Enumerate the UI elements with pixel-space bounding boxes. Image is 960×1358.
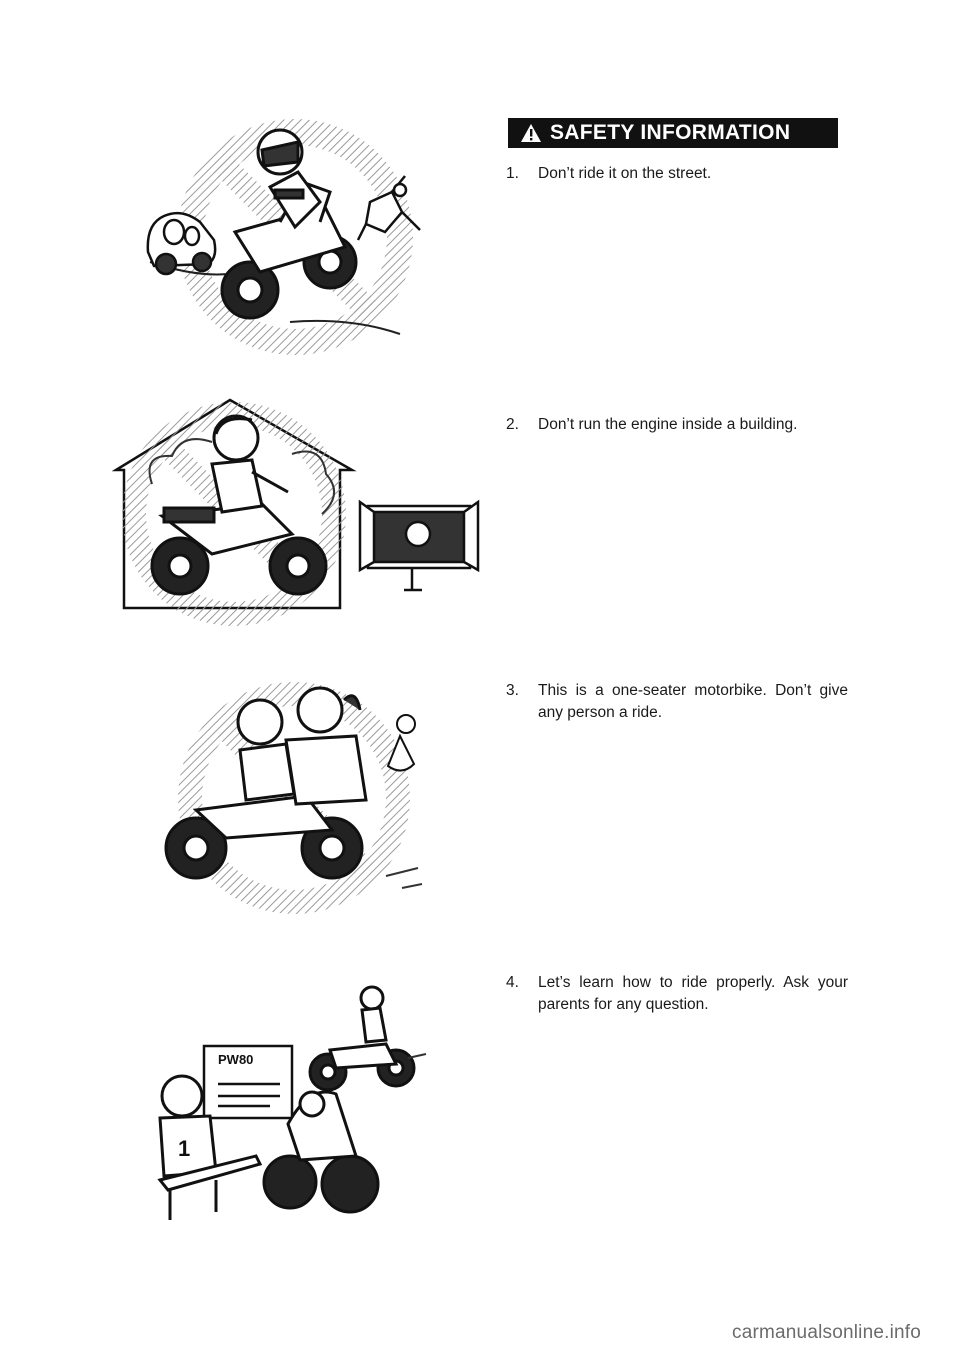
- item-text: Let’s learn how to ride properly. Ask yo…: [538, 974, 848, 1013]
- item-number: 4.: [506, 974, 519, 991]
- illustration-no-passenger: [156, 680, 432, 916]
- item-text: Don’t run the engine inside a building.: [538, 416, 798, 433]
- illustration-no-street-riding: [130, 112, 430, 362]
- item-number: 2.: [506, 416, 519, 433]
- jersey-number: 1: [178, 1136, 190, 1161]
- watermark-text: carmanualsonline.info: [732, 1322, 922, 1343]
- item-text: Don’t ride it on the street.: [538, 165, 712, 182]
- item-number: 3.: [506, 682, 519, 699]
- safety-information-header: SAFETY INFORMATION: [508, 118, 838, 148]
- warning-triangle-icon: [521, 124, 541, 142]
- poster-label: PW80: [218, 1052, 253, 1067]
- item-text: This is a one-seater motorbike. Don’t gi…: [538, 682, 848, 721]
- illustration-learn-to-ride: PW80 1: [140, 984, 436, 1224]
- item-number: 1.: [506, 165, 519, 182]
- safety-information-title: SAFETY INFORMATION: [550, 121, 791, 144]
- illustration-no-indoor-engine: [112, 394, 484, 630]
